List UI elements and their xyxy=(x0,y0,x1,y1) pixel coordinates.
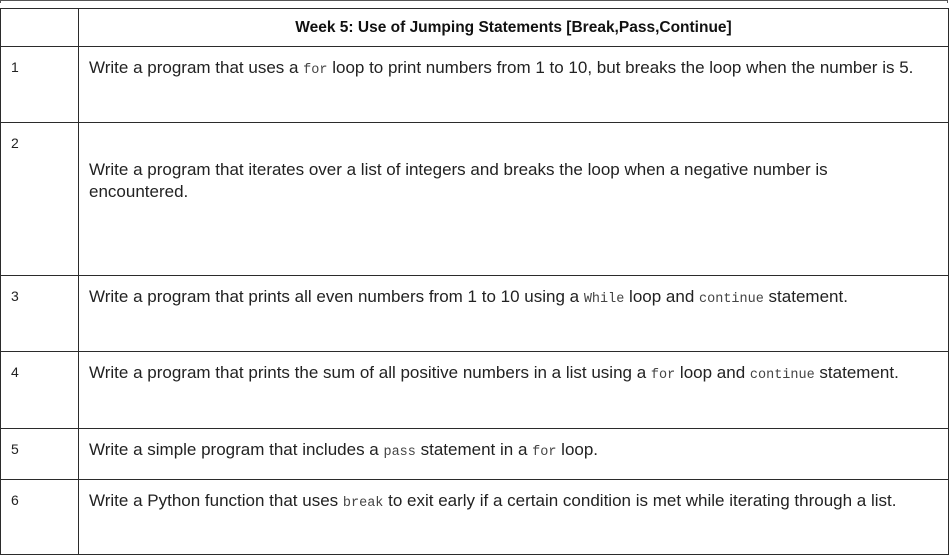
row-number: 6 xyxy=(0,479,79,555)
exercise-text-segment: to exit early if a certain condition is … xyxy=(383,491,897,510)
exercise-text: Write a Python function that uses break … xyxy=(78,479,949,555)
exercise-text-segment: loop and xyxy=(675,363,750,382)
exercise-table: Week 5: Use of Jumping Statements [Break… xyxy=(0,8,949,555)
row-number: 4 xyxy=(0,351,79,429)
week-title: Week 5: Use of Jumping Statements [Break… xyxy=(78,8,949,47)
table-row: 1 Write a program that uses a for loop t… xyxy=(0,46,949,123)
exercise-text-segment: statement in a xyxy=(415,440,533,459)
exercise-text-segment: Write a program that prints the sum of a… xyxy=(89,363,651,382)
row-number: 5 xyxy=(0,428,79,480)
header-empty-cell xyxy=(0,8,79,47)
code-keyword: for xyxy=(303,63,328,78)
code-keyword: continue xyxy=(749,368,815,383)
row-number: 3 xyxy=(0,275,79,352)
exercise-text: Write a program that prints the sum of a… xyxy=(78,351,949,429)
code-keyword: for xyxy=(532,445,557,460)
table-header-row: Week 5: Use of Jumping Statements [Break… xyxy=(0,8,949,47)
previous-table-bottom-edge xyxy=(0,0,948,3)
exercise-text-segment: statement. xyxy=(763,287,848,306)
table-row: 6 Write a Python function that uses brea… xyxy=(0,479,949,555)
exercise-text-segment: Write a simple program that includes a xyxy=(89,440,384,459)
exercise-text-segment: Write a Python function that uses xyxy=(89,491,343,510)
row-number: 2 xyxy=(0,122,79,276)
exercise-text: Write a program that uses a for loop to … xyxy=(78,46,949,123)
row-number: 1 xyxy=(0,46,79,123)
exercise-text-segment: loop to print numbers from 1 to 10, but … xyxy=(327,58,914,77)
exercise-text-segment: statement. xyxy=(814,363,899,382)
exercise-text-segment: loop and xyxy=(624,287,700,306)
code-keyword: for xyxy=(650,368,676,383)
table-row: 2 Write a program that iterates over a l… xyxy=(0,122,949,276)
exercise-text-segment: Write a program that prints all even num… xyxy=(89,287,584,306)
code-keyword: break xyxy=(342,496,384,511)
exercise-text: Write a program that iterates over a lis… xyxy=(78,122,949,276)
exercise-text-segment: Write a program that iterates over a lis… xyxy=(89,160,828,201)
table-row: 4 Write a program that prints the sum of… xyxy=(0,351,949,429)
exercise-text: Write a simple program that includes a p… xyxy=(78,428,949,480)
code-keyword: continue xyxy=(699,292,764,307)
code-keyword: While xyxy=(583,292,625,307)
table-row: 5 Write a simple program that includes a… xyxy=(0,428,949,480)
code-keyword: pass xyxy=(383,445,416,460)
exercise-text: Write a program that prints all even num… xyxy=(78,275,949,352)
exercise-text-segment: Write a program that uses a xyxy=(89,58,304,77)
exercise-text-segment: loop. xyxy=(556,440,599,459)
table-row: 3 Write a program that prints all even n… xyxy=(0,275,949,352)
